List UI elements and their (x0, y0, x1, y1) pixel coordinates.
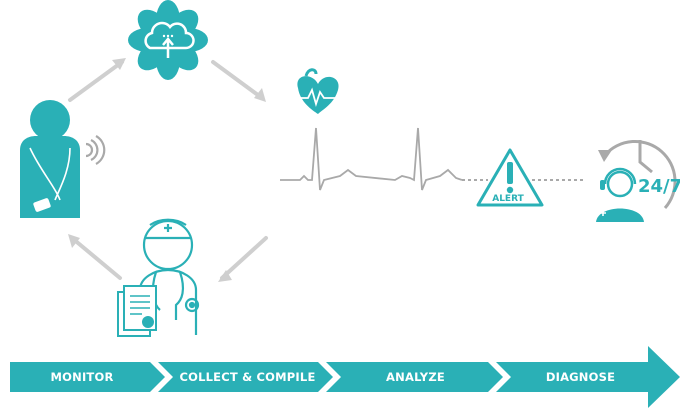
clock-label: 24/7 (638, 176, 680, 197)
heart-ecg-icon (290, 68, 346, 114)
records-stack (117, 285, 157, 337)
step-diagnose-chevron (496, 346, 680, 408)
process-arrow-bar (10, 346, 680, 408)
ecg-waveform (280, 127, 463, 191)
cycle-arrows (68, 60, 268, 280)
step-collect-chevron (158, 362, 333, 392)
cloud-upload-icon (128, 0, 208, 80)
arrow-to-heart (211, 60, 264, 100)
step-label-diagnose: DIAGNOSE (545, 370, 616, 384)
arrow-to-doctor (220, 236, 268, 280)
arrow-to-patient (70, 236, 122, 280)
arrow-to-cloud (68, 60, 124, 102)
alert-label: ALERT (492, 194, 524, 204)
alert-icon (476, 148, 544, 207)
step-label-collect: COLLECT & COMPILE (179, 370, 316, 384)
step-label-analyze: ANALYZE (386, 370, 445, 384)
step-monitor-chevron (10, 362, 165, 392)
support-agent-24-7-icon (596, 140, 677, 222)
patient-monitor-icon (20, 100, 106, 218)
step-analyze-chevron (326, 362, 503, 392)
step-label-monitor: MONITOR (50, 370, 114, 384)
